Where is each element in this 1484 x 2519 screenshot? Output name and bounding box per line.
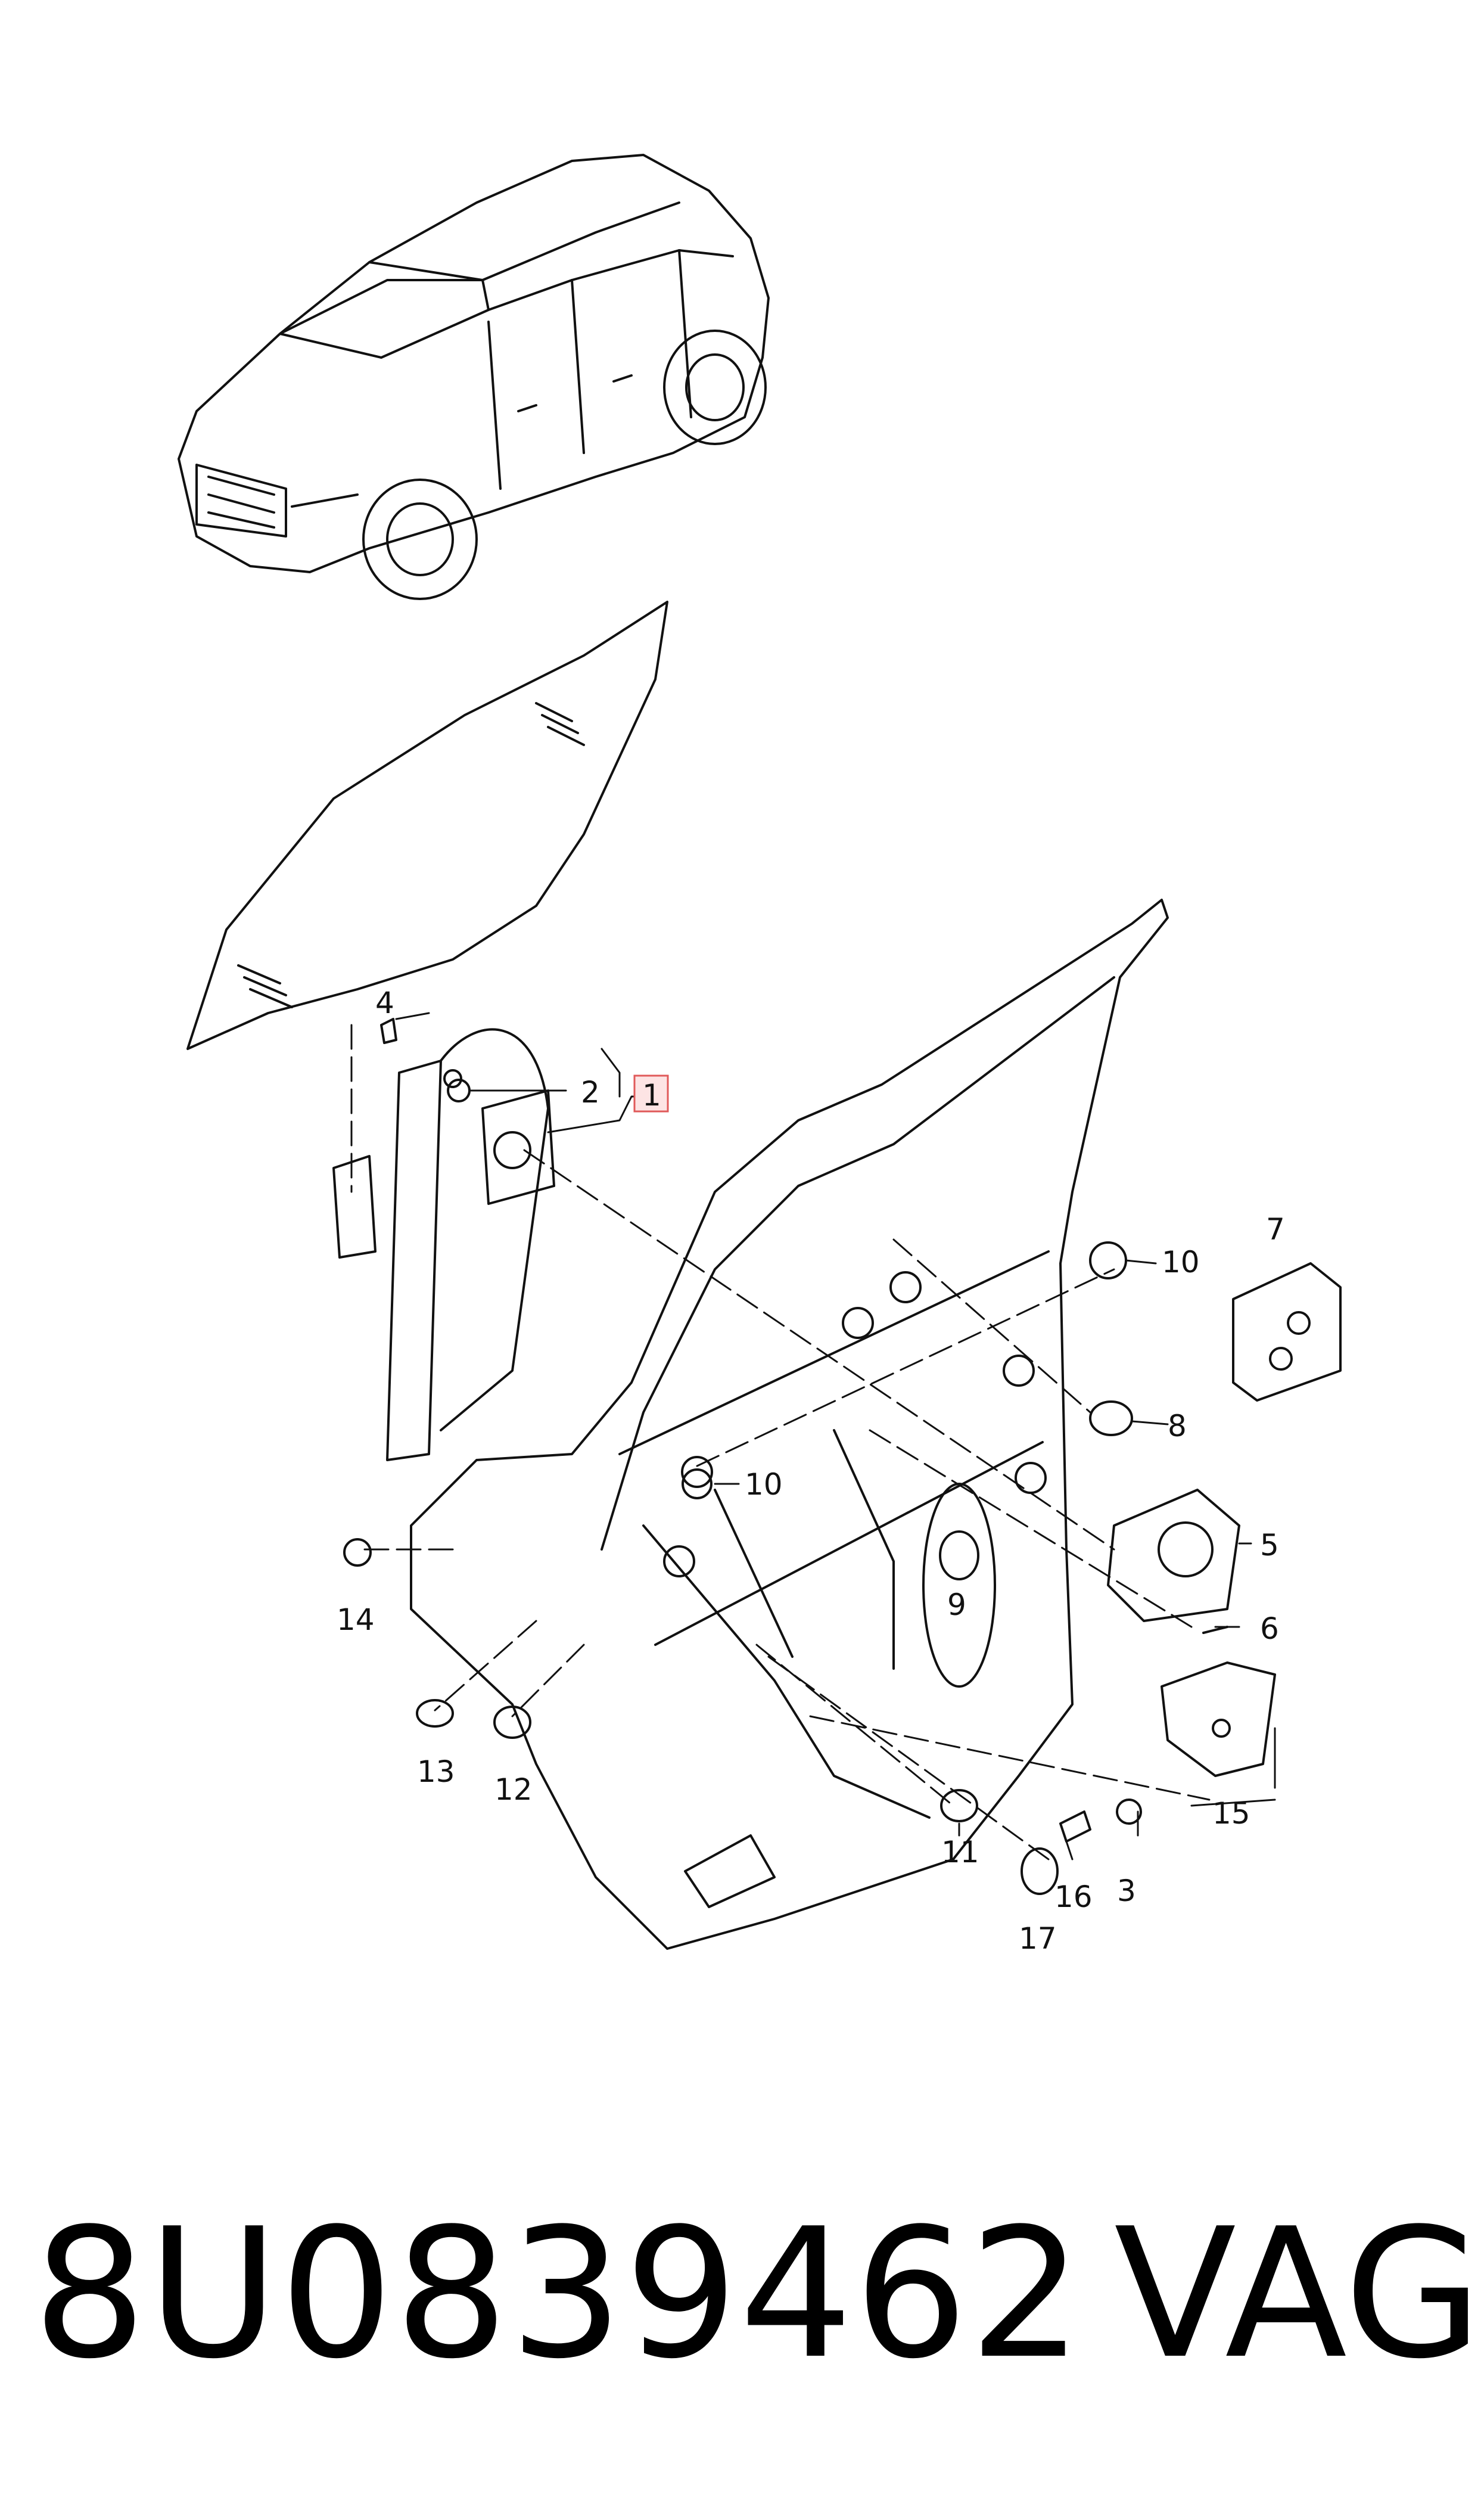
door-shell: [410, 899, 1169, 1950]
callout-16: 16: [1054, 1880, 1093, 1914]
callout-1: 1: [642, 1078, 661, 1113]
callout-12: 12: [494, 1772, 533, 1807]
callout-9: 9: [947, 1588, 966, 1622]
window-regulator: [332, 1028, 555, 1461]
callout-8: 8: [1168, 1409, 1187, 1443]
callout-7: 7: [1266, 1212, 1285, 1247]
car-illustration: [178, 154, 770, 600]
callout-5: 5: [1260, 1528, 1279, 1563]
fasteners: [343, 1018, 1228, 1895]
callout-11: 11: [941, 1835, 979, 1869]
callout-14: 14: [337, 1602, 375, 1637]
callout-1-highlight: [633, 1074, 669, 1113]
window-motor: [1107, 1489, 1240, 1622]
callout-10-top: 10: [1162, 1245, 1200, 1279]
bracket: [1161, 1661, 1276, 1777]
callout-15: 15: [1212, 1796, 1250, 1831]
dashed-leaders: [350, 1024, 1211, 1860]
callout-13: 13: [417, 1754, 455, 1789]
part-number: 8U0839462: [33, 2190, 1084, 2398]
callout-4: 4: [375, 986, 394, 1020]
callout-2: 2: [581, 1075, 600, 1110]
window-glass: [186, 601, 668, 1050]
callout-10-lower: 10: [745, 1467, 783, 1502]
callout-17: 17: [1019, 1921, 1057, 1956]
brand-label: VAG: [1114, 2190, 1483, 2398]
control-unit: [1232, 1262, 1342, 1402]
callout-6: 6: [1260, 1611, 1279, 1646]
callout-3: 3: [1117, 1874, 1136, 1908]
